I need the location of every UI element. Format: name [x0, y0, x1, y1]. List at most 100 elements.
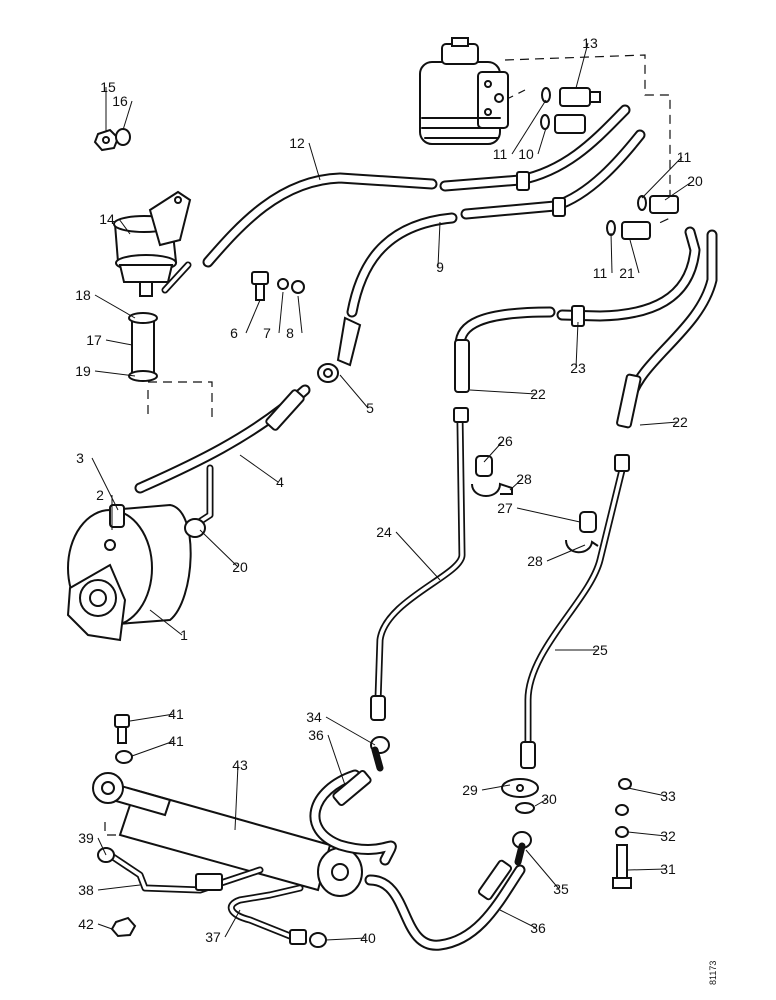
leader-line — [224, 909, 241, 938]
bolt-nut-33-34-35 — [612, 778, 632, 889]
leader-line — [516, 507, 581, 523]
elbow-fittings-36 — [370, 736, 532, 866]
leader-line — [149, 609, 183, 636]
hose-ferrules-15 — [516, 171, 566, 217]
callout-number: 36 — [308, 727, 324, 743]
leader-line — [199, 529, 239, 568]
callout-number: 41 — [168, 733, 184, 749]
leader-line — [239, 454, 279, 483]
callout-number: 10 — [518, 146, 534, 162]
callout-number: 28 — [527, 553, 543, 569]
leader-line — [94, 294, 136, 319]
callout-number: 32 — [660, 828, 676, 844]
callout-number: 13 — [582, 35, 598, 51]
leader-line — [129, 713, 175, 722]
callout-number: 7 — [263, 325, 271, 341]
callout-number: 2 — [96, 487, 104, 503]
banjo-fitting-5 — [317, 316, 362, 383]
callout-number: 33 — [660, 788, 676, 804]
callout-number: 9 — [436, 259, 444, 275]
leader-line — [97, 837, 107, 856]
callout-number: 17 — [86, 332, 102, 348]
leader-line — [339, 374, 369, 409]
callout-number: 31 — [660, 861, 676, 877]
callout-number: 16 — [112, 93, 128, 109]
callout-number: 8 — [286, 325, 294, 341]
metal-pipe-26 — [370, 407, 469, 721]
callout-number: 12 — [289, 135, 305, 151]
callout-number: 25 — [592, 642, 608, 658]
leader-line — [105, 339, 133, 346]
bolt-washers-42-43 — [114, 714, 133, 764]
callout-number: 18 — [75, 287, 91, 303]
drawing-code: 81173 — [708, 961, 718, 985]
callout-number: 29 — [462, 782, 478, 798]
callout-number: 21 — [619, 265, 635, 281]
leader-line — [629, 239, 640, 274]
callout-number: 22 — [672, 414, 688, 430]
leader-line — [483, 440, 504, 463]
callout-number: 3 — [76, 450, 84, 466]
leader-line — [97, 923, 113, 930]
leader-line — [525, 849, 560, 890]
callout-number: 6 — [230, 325, 238, 341]
callout-number: 43 — [232, 757, 248, 773]
leader-line — [131, 740, 175, 757]
leader-line — [118, 218, 131, 235]
leader-line — [327, 734, 346, 786]
suction-hose-19 — [128, 312, 158, 382]
metal-pipe-39 — [227, 884, 307, 945]
callout-number: 39 — [78, 830, 94, 846]
callout-number: 38 — [78, 882, 94, 898]
callout-number: 4 — [276, 474, 284, 490]
leader-line — [395, 531, 441, 581]
callout-number: 41 — [168, 706, 184, 722]
leader-line — [534, 798, 548, 807]
leader-line — [641, 156, 683, 199]
assembly-guide-lines — [104, 54, 671, 836]
leader-line — [234, 764, 239, 831]
cylinder-hose-25 — [454, 226, 701, 393]
callout-number: 30 — [541, 791, 557, 807]
callout-number: 20 — [687, 173, 703, 189]
leader-line — [575, 42, 589, 89]
pipe-clips — [471, 455, 599, 554]
leader-line — [627, 868, 667, 871]
flange-31-32 — [501, 778, 539, 814]
leader-line — [537, 127, 547, 155]
callout-number: 26 — [497, 433, 513, 449]
leader-line — [122, 100, 133, 131]
callout-number: 22 — [530, 386, 546, 402]
callout-number: 24 — [376, 524, 392, 540]
leader-line — [437, 221, 441, 268]
steering-control-unit — [419, 37, 509, 145]
callout-number: 42 — [78, 916, 94, 932]
steering-unit-fittings — [540, 87, 679, 240]
callout-number: 34 — [306, 709, 322, 725]
cylinder-hose-38 — [309, 769, 397, 866]
leader-lines — [91, 42, 694, 941]
callout-number: 20 — [232, 559, 248, 575]
leader-line — [575, 321, 579, 369]
callout-number: 15 — [100, 79, 116, 95]
bolt-washers-6-7-8 — [251, 271, 305, 301]
supply-hose-4 — [134, 384, 311, 494]
leader-line — [245, 299, 261, 334]
leader-line — [97, 884, 141, 891]
leader-line — [325, 716, 376, 746]
callout-number: 27 — [497, 500, 513, 516]
pump-fittings-2-3-21 — [109, 464, 214, 538]
callout-number: 35 — [553, 881, 569, 897]
leader-line — [278, 291, 284, 334]
nut-washer-17-18 — [93, 128, 131, 152]
metal-pipe-40 — [106, 851, 264, 894]
leader-line — [481, 784, 511, 791]
callout-number: 11 — [677, 149, 692, 165]
leader-line — [91, 457, 119, 511]
pump-1 — [66, 503, 192, 642]
leader-line — [627, 831, 667, 837]
leader-line — [627, 787, 667, 797]
reservoir-16 — [113, 190, 192, 297]
leader-line — [308, 142, 321, 181]
